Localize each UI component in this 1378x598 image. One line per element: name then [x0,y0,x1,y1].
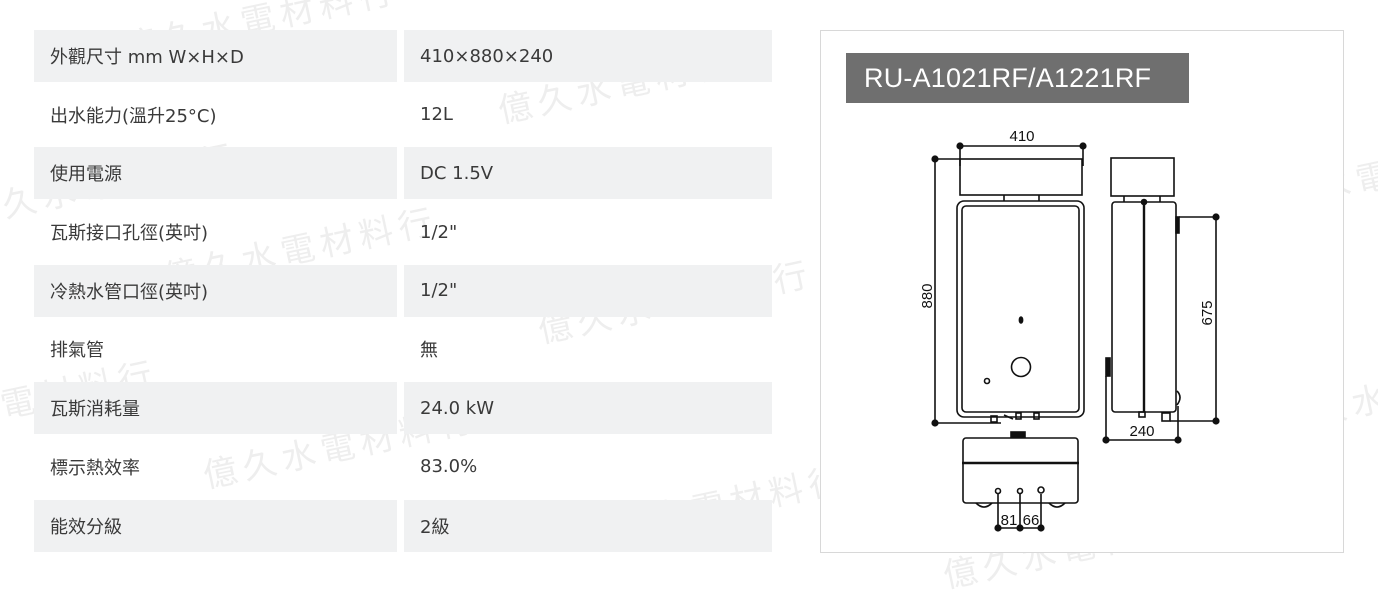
spec-label: 使用電源 [34,147,397,200]
spec-value: DC 1.5V [404,147,772,200]
spec-value: 2級 [404,499,772,552]
spec-label: 瓦斯接口孔徑(英吋) [50,223,209,245]
front-view [931,142,1087,427]
spec-row: 能效分級 2級 [34,499,774,559]
spec-label: 外觀尺寸 mm W×H×D [34,30,397,82]
knob-icon [1010,356,1032,378]
spec-value: 83.0% [420,456,478,478]
bottom-view [962,431,1079,532]
spec-row: 瓦斯消耗量 24.0 kW [34,382,774,441]
width-label: 410 [1009,128,1034,145]
vent-box [959,158,1083,196]
side-view [1102,157,1220,444]
spec-label: 冷熱水管口徑(英吋) [34,264,397,317]
spec-row: 冷熱水管口徑(英吋) 1/2" [34,264,774,324]
spec-row: 瓦斯接口孔徑(英吋) 1/2" [34,206,774,265]
model-banner: RU-A1021RF/A1221RF [846,53,1189,103]
depth-label: 240 [1129,423,1154,440]
spec-value: 1/2" [420,221,458,243]
spec-label: 能效分級 [34,499,397,552]
spec-label: 排氣管 [50,340,104,362]
pipe-spacing-1-label: 81 [1001,512,1018,529]
side-height-label: 675 [1199,300,1216,325]
heater-drawing: 410 880 675 240 81 66 [919,128,1220,532]
spec-value: 410×880×240 [404,30,772,82]
spec-row: 外觀尺寸 mm W×H×D 410×880×240 [34,30,774,89]
height-label: 880 [919,283,936,308]
spec-label: 標示熱效率 [50,457,140,479]
spec-label: 瓦斯消耗量 [34,382,397,435]
spec-label: 出水能力(溫升25°C) [50,105,217,127]
spec-value: 24.0 kW [404,382,772,435]
spec-value: 無 [420,340,438,362]
heater-body [956,200,1085,418]
spec-value: 12L [420,104,453,126]
spec-table: 外觀尺寸 mm W×H×D 410×880×240 出水能力(溫升25°C) 1… [34,30,774,558]
spec-row: 標示熱效率 83.0% [34,441,774,500]
dimension-diagram: RU-A1021RF/A1221RF [820,30,1344,553]
spec-row: 使用電源 DC 1.5V [34,147,774,206]
spec-row: 出水能力(溫升25°C) 12L [34,89,774,148]
spec-value: 1/2" [404,264,772,317]
spec-row: 排氣管 無 [34,323,774,382]
pipe-spacing-2-label: 66 [1023,512,1040,529]
